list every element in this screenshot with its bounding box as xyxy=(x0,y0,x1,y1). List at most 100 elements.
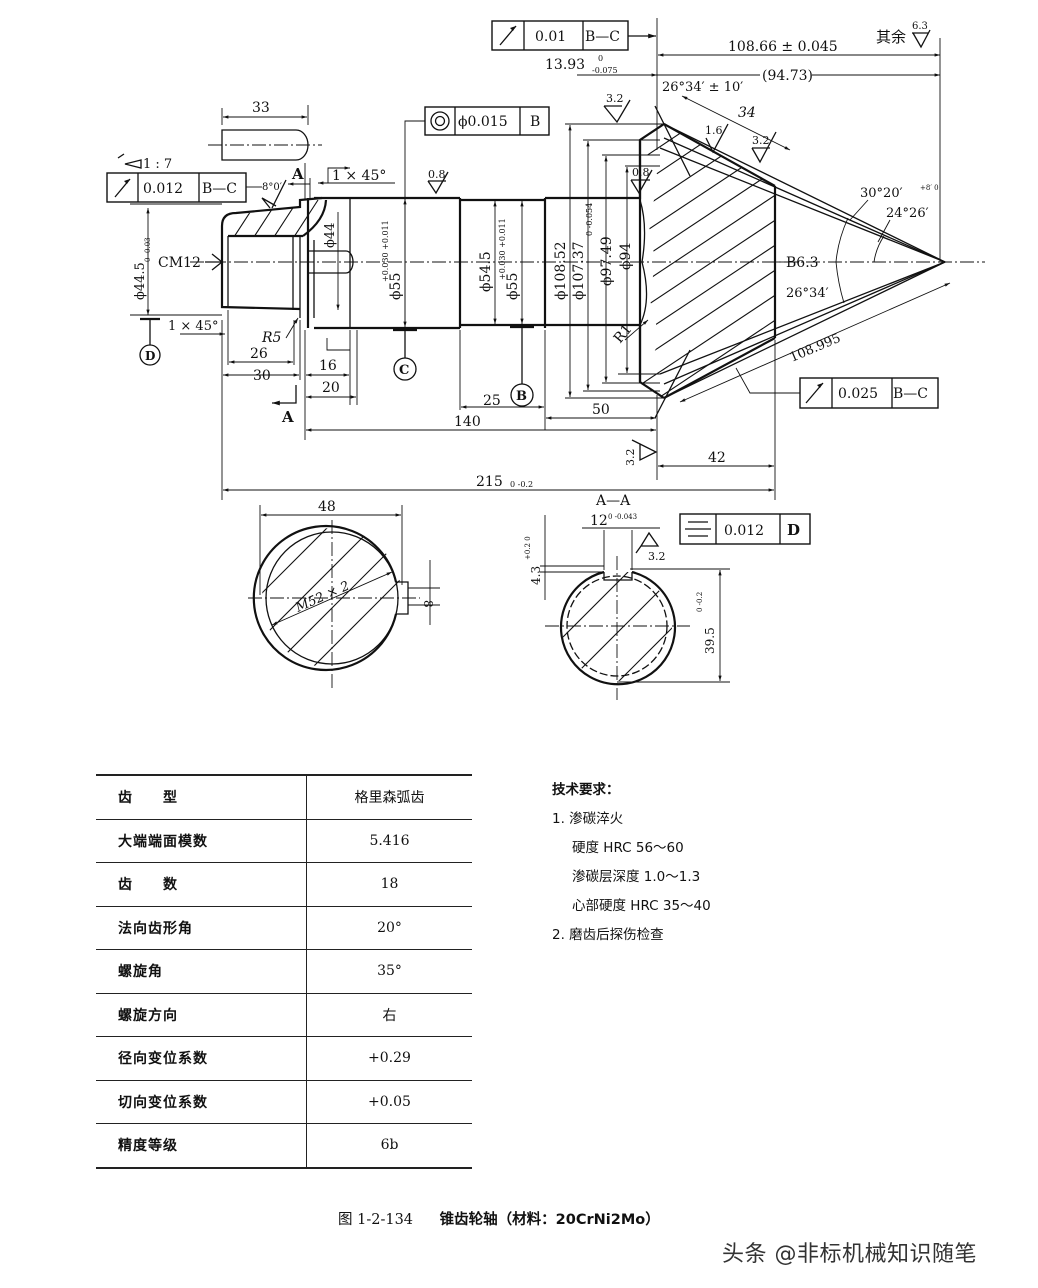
roughness-d55: 0.8 xyxy=(427,168,449,195)
dim-angle-cone: 26°34′ xyxy=(786,286,829,301)
dim-angle-root: 30°20′ xyxy=(860,186,903,201)
dim-33: 33 xyxy=(252,100,270,116)
taper-ratio: 1 : 7 xyxy=(143,157,172,172)
fcf-keyway-datum: D xyxy=(787,521,800,539)
requirement-item: 硬度 HRC 56～60 xyxy=(572,840,684,856)
datum-label: D xyxy=(145,349,155,363)
spec-value: 20° xyxy=(306,905,472,950)
spec-label: 大端端面模数 xyxy=(96,818,307,863)
spec-value: +0.29 xyxy=(306,1036,472,1080)
dim-d44-5-tol: 0 -0.03 xyxy=(144,237,152,262)
fcf-runout-top: 0.01 B—C xyxy=(491,20,656,51)
length-dims: 26 30 16 20 25 50 140 42 215 0 -0.2 xyxy=(221,310,776,500)
thread-end-view: 48 M52 × 2 8 xyxy=(248,499,440,688)
datum-label: C xyxy=(399,363,409,378)
table-row: 螺旋方向右 xyxy=(96,992,472,1037)
roughness-tooth-2: 3.2 xyxy=(751,131,777,164)
spec-label: 螺旋角 xyxy=(96,949,307,993)
spec-value: 35° xyxy=(306,949,472,993)
dim-d108-52: ϕ108.52 xyxy=(553,241,569,300)
taper-icon xyxy=(117,153,142,169)
requirement-item: 2. 磨齿后探伤检查 xyxy=(552,927,664,943)
dim-d44-5: ϕ44.5 xyxy=(133,262,148,300)
fcf-keyway-value: 0.012 xyxy=(724,523,764,539)
roughness-rest-label: 其余 xyxy=(876,28,906,46)
fcf-bottom-value: 0.025 xyxy=(838,386,878,402)
dim-r5: R5 xyxy=(261,330,282,346)
fcf-left-datum: B—C xyxy=(202,181,237,197)
dim-26: 26 xyxy=(250,346,268,362)
dim-48: 48 xyxy=(318,499,336,515)
dim-140: 140 xyxy=(454,414,481,430)
dim-13-93-tol-lo: -0.075 xyxy=(592,66,618,75)
runout-arrow-icon xyxy=(499,25,517,46)
requirements-title: 技术要求： xyxy=(552,782,620,798)
section-mark-a-bottom: A xyxy=(281,408,294,426)
dim-d55-b-tol: +0.030 +0.011 xyxy=(498,218,507,280)
fcf-top-value: 0.01 xyxy=(535,29,566,45)
dim-215: 215 xyxy=(476,474,503,490)
fcf-bottom-datum: B—C xyxy=(893,386,928,402)
dim-d55-c-tol: +0.030 +0.011 xyxy=(381,220,390,282)
dim-d55-c: ϕ55 xyxy=(388,273,404,300)
roughness-tooth-1: 1.6 xyxy=(705,123,729,154)
roughness-value: 3.2 xyxy=(752,134,770,147)
table-row: 径向变位系数+0.29 xyxy=(96,1036,472,1080)
roughness-gear-face: 0.8 xyxy=(630,166,653,195)
dim-d107-37-tol: 0 -0.054 xyxy=(585,203,594,236)
dim-4-3: 4.3 xyxy=(529,566,543,585)
dim-d44: ϕ44 xyxy=(323,223,338,248)
datum-label: B xyxy=(516,389,527,404)
roughness-rest-value: 6.3 xyxy=(912,21,928,32)
spec-value: 右 xyxy=(306,992,472,1037)
roughness-back-face: 3.2 xyxy=(624,439,658,466)
engineering-drawing: 0.01 B—C 其余 6.3 108.66 ± 0.045 13.93 0 -… xyxy=(106,18,985,700)
runout-arrow-icon xyxy=(805,382,824,404)
spec-label: 切向变位系数 xyxy=(96,1079,307,1124)
dim-108-66: 108.66 ± 0.045 xyxy=(728,39,838,55)
spec-value: 6b xyxy=(306,1123,472,1169)
requirement-item: 渗碳层深度 1.0～1.3 xyxy=(572,869,701,885)
dim-39-5: 39.5 xyxy=(703,627,717,654)
dim-angle-face: 26°34′ ± 10′ xyxy=(662,80,743,95)
fcf-runout-bottom: 0.025 B—C xyxy=(735,367,939,409)
roughness-shoulder: 3.2 xyxy=(603,92,631,124)
fcf-concentricity: ϕ0.015 B xyxy=(404,106,550,325)
dim-30: 30 xyxy=(253,368,271,384)
spec-value: +0.05 xyxy=(306,1079,472,1124)
datum-c: C xyxy=(393,328,417,381)
dim-12: 12 xyxy=(590,513,608,529)
dim-20: 20 xyxy=(322,380,340,396)
technical-requirements: 技术要求： 1. 渗碳淬火 硬度 HRC 56～60 渗碳层深度 1.0～1.3… xyxy=(552,776,711,950)
concentricity-icon xyxy=(430,111,450,131)
dim-8: 8 xyxy=(421,600,435,608)
section-aa-title: A—A xyxy=(595,493,631,509)
spec-label: 法向齿形角 xyxy=(96,905,307,950)
roughness-keyway: 3.2 xyxy=(635,531,666,563)
spec-label: 齿 型 xyxy=(96,774,307,819)
dim-angle-root-tol: +8′ 0 xyxy=(920,184,939,192)
dim-215-tol: 0 -0.2 xyxy=(510,480,533,489)
dim-4-3-tol: +0.2 0 xyxy=(524,536,532,560)
dim-d97-49: ϕ97.49 xyxy=(599,236,615,286)
table-row: 齿 型格里森弧齿 xyxy=(96,774,472,819)
label-cm12: CM12 xyxy=(158,255,201,271)
figure-title: 锥齿轮轴（材料：20CrNi2Mo） xyxy=(439,1212,660,1228)
spec-value: 18 xyxy=(306,862,472,906)
spec-value: 格里森弧齿 xyxy=(306,774,472,819)
label-b6-3: B6.3 xyxy=(786,255,819,271)
dim-39-5-tol: 0 -0.2 xyxy=(696,592,704,612)
fcf-concentric-value: ϕ0.015 xyxy=(458,114,508,130)
dim-d54-5: ϕ54.5 xyxy=(478,251,494,292)
table-row: 切向变位系数+0.05 xyxy=(96,1079,472,1124)
requirement-item: 心部硬度 HRC 35～40 xyxy=(572,898,711,914)
roughness-value: 1.6 xyxy=(705,124,723,137)
spec-label: 螺旋方向 xyxy=(96,992,307,1037)
dim-94-73: (94.73) xyxy=(762,68,813,84)
